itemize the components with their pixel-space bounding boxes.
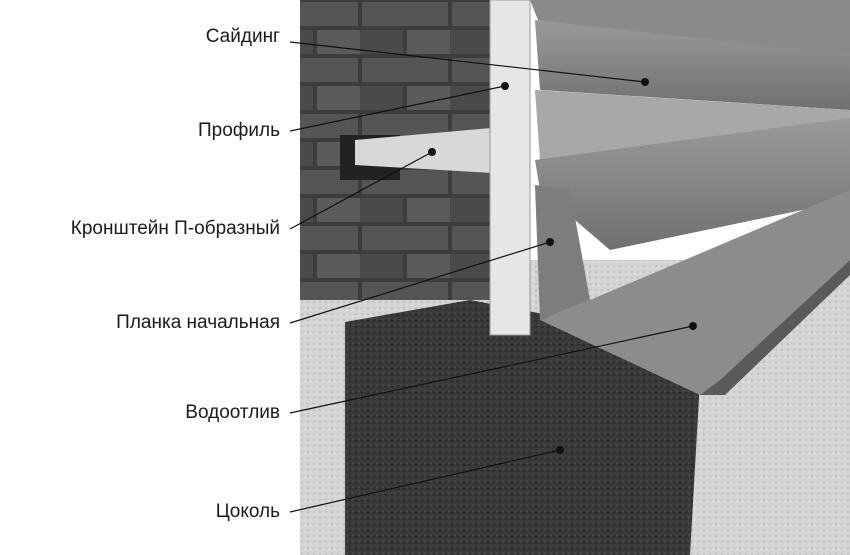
plinth-block (345, 300, 700, 555)
bracket (355, 125, 525, 175)
label-profile: Профиль (197, 120, 280, 141)
label-bracket: Кронштейн П-образный (70, 218, 280, 239)
label-drip: Водоотлив (185, 402, 280, 423)
siding-panel (530, 0, 850, 55)
profile (489, 0, 531, 336)
leader-dots (428, 78, 697, 454)
label-plinth: Цоколь (215, 501, 280, 522)
label-starter-strip: Планка начальная (116, 312, 280, 333)
label-siding: Сайдинг (205, 26, 280, 47)
starter-strip (535, 185, 590, 320)
leader-lines (289, 41, 694, 513)
drip-flashing (540, 190, 850, 395)
